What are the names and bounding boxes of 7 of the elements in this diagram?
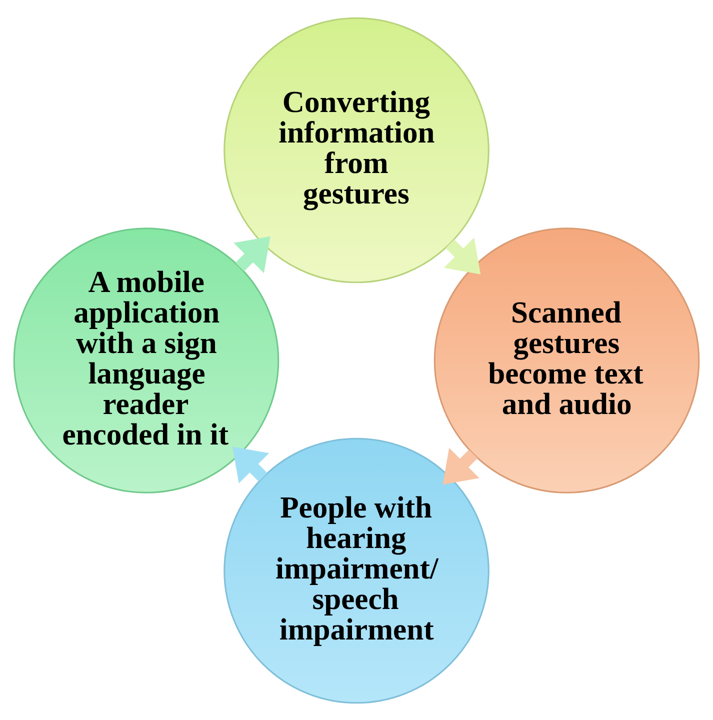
arrow: [232, 446, 270, 483]
node-circle: A mobile application with a sign language reader encoded in it: [13, 227, 280, 493]
arrow: [442, 447, 480, 484]
node-circle: Scanned gestures become text and audio: [434, 227, 700, 493]
node-circle: Converting information from gestures: [224, 16, 490, 283]
arrow: [444, 237, 481, 274]
arrow: [234, 236, 270, 273]
